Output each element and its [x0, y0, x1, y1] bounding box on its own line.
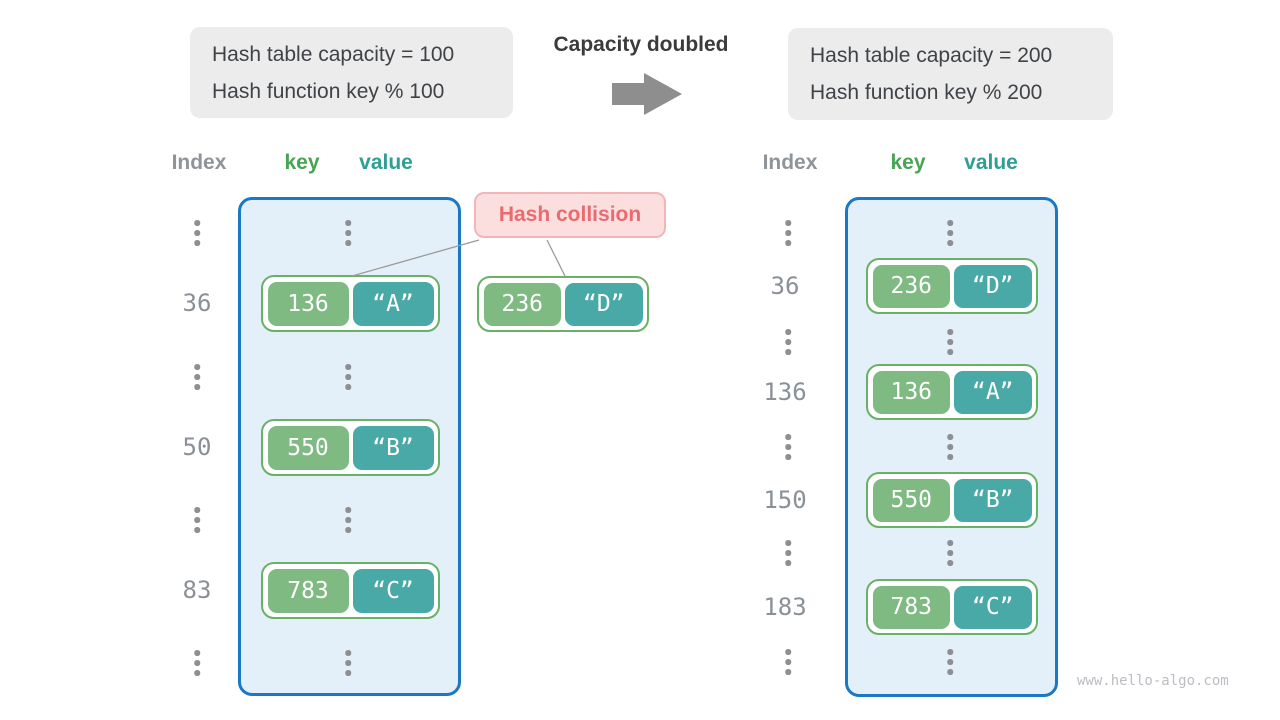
key-cell: 783: [872, 585, 950, 629]
ellipsis-dots: [785, 649, 791, 675]
value-cell: “B”: [352, 425, 434, 470]
key-cell: 236: [483, 282, 561, 326]
ellipsis-dots: [345, 650, 351, 676]
index-label: 150: [763, 486, 807, 514]
capacity-line: Hash table capacity = 100: [212, 42, 455, 66]
index-label: 183: [763, 593, 807, 621]
capacity-note-after: Hash table capacity = 200 Hash function …: [788, 28, 1113, 120]
column-header-index-right: Index: [762, 151, 818, 174]
kv-pair: 783 “C”: [261, 562, 440, 619]
hash-collision-badge: Hash collision: [474, 192, 666, 238]
column-header-index-left: Index: [171, 151, 227, 174]
value-cell: “A”: [352, 281, 434, 326]
index-label: 36: [182, 289, 212, 317]
ellipsis-dots: [947, 540, 953, 566]
transition-label: Capacity doubled: [553, 33, 729, 56]
index-label: 136: [763, 378, 807, 406]
ellipsis-dots: [785, 434, 791, 460]
ellipsis-dots: [947, 329, 953, 355]
hash-function-line: Hash function key % 100: [212, 79, 445, 103]
ellipsis-dots: [194, 650, 200, 676]
kv-pair: 550 “B”: [866, 472, 1038, 528]
value-cell: “D”: [565, 282, 643, 326]
ellipsis-dots: [345, 220, 351, 246]
ellipsis-dots: [345, 364, 351, 390]
ellipsis-dots: [947, 434, 953, 460]
kv-pair: 550 “B”: [261, 419, 440, 476]
watermark: www.hello-algo.com: [1077, 673, 1229, 689]
ellipsis-dots: [947, 649, 953, 675]
ellipsis-dots: [345, 507, 351, 533]
arrow-right-icon: [612, 73, 682, 115]
index-label: 83: [182, 576, 212, 604]
ellipsis-dots: [194, 364, 200, 390]
key-cell: 550: [267, 425, 349, 470]
column-header-key-left: key: [284, 151, 320, 174]
value-cell: “C”: [954, 585, 1032, 629]
ellipsis-dots: [194, 507, 200, 533]
ellipsis-dots: [194, 220, 200, 246]
ellipsis-dots: [785, 329, 791, 355]
value-cell: “A”: [954, 370, 1032, 414]
ellipsis-dots: [785, 540, 791, 566]
column-header-key-right: key: [890, 151, 926, 174]
key-cell: 136: [267, 281, 349, 326]
column-header-value-left: value: [359, 151, 413, 174]
key-cell: 236: [872, 264, 950, 308]
kv-pair-floating: 236 “D”: [477, 276, 649, 332]
kv-pair: 136 “A”: [261, 275, 440, 332]
index-label: 36: [770, 272, 800, 300]
value-cell: “D”: [954, 264, 1032, 308]
kv-pair: 236 “D”: [866, 258, 1038, 314]
kv-pair: 136 “A”: [866, 364, 1038, 420]
column-header-value-right: value: [964, 151, 1018, 174]
capacity-line: Hash table capacity = 200: [810, 44, 1053, 67]
key-cell: 550: [872, 478, 950, 522]
value-cell: “B”: [954, 478, 1032, 522]
arrow-head: [644, 73, 682, 115]
hash-function-line: Hash function key % 200: [810, 81, 1043, 104]
key-cell: 136: [872, 370, 950, 414]
index-label: 50: [182, 433, 212, 461]
value-cell: “C”: [352, 568, 434, 613]
ellipsis-dots: [785, 220, 791, 246]
kv-pair: 783 “C”: [866, 579, 1038, 635]
ellipsis-dots: [947, 220, 953, 246]
capacity-note-before: Hash table capacity = 100 Hash function …: [190, 27, 513, 118]
key-cell: 783: [267, 568, 349, 613]
arrow-shaft: [612, 83, 644, 105]
